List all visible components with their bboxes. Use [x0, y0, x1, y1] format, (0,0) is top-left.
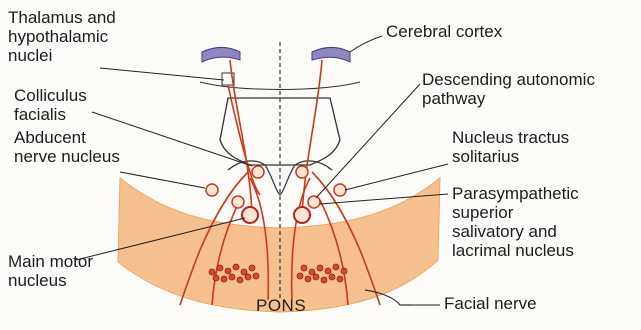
tractus-nucleus-right	[334, 184, 346, 196]
label-cerebral-cortex: Cerebral cortex	[386, 22, 502, 41]
parasympathetic-right	[308, 196, 320, 208]
colliculus-left	[252, 166, 264, 178]
parasympathetic-left	[232, 196, 244, 208]
label-descending-pathway: Descending autonomic pathway	[422, 70, 595, 108]
colliculus-right	[296, 166, 308, 178]
cortex-left	[202, 48, 240, 63]
nuclei	[206, 166, 346, 223]
label-tractus-solitarius: Nucleus tractus solitarius	[452, 128, 569, 166]
main-motor-right	[294, 207, 310, 223]
abducent-nucleus-left	[206, 184, 218, 196]
label-thalamus: Thalamus and hypothalamic nuclei	[8, 8, 116, 65]
label-parasympathetic: Parasympathetic superior salivatory and …	[452, 184, 579, 260]
main-motor-left	[242, 207, 258, 223]
label-pons: PONS	[256, 296, 306, 315]
label-facial-nerve: Facial nerve	[444, 294, 537, 313]
label-colliculus-facialis: Colliculus facialis	[14, 86, 87, 124]
label-main-motor: Main motor nucleus	[8, 252, 93, 290]
label-abducent-nucleus: Abducent nerve nucleus	[14, 128, 120, 166]
cortex-right	[312, 48, 350, 63]
